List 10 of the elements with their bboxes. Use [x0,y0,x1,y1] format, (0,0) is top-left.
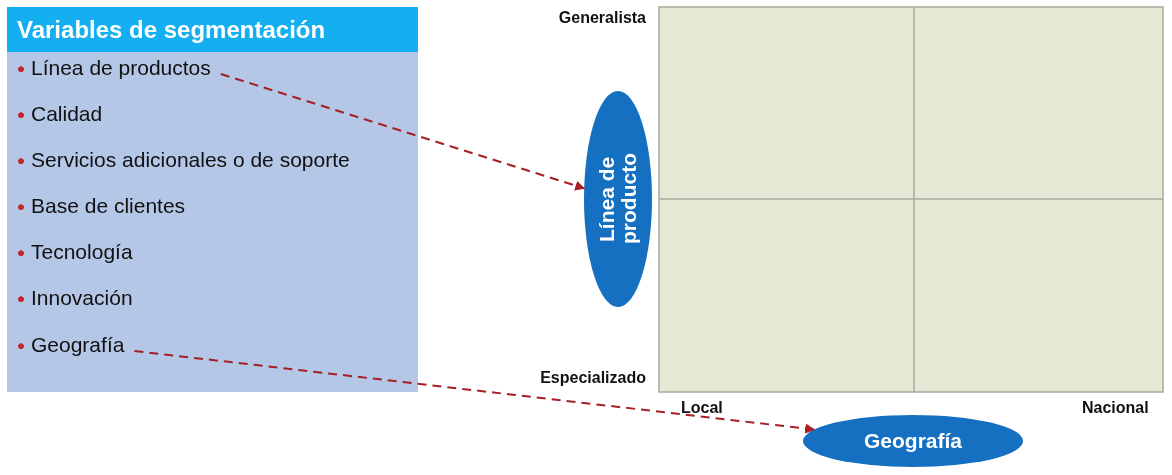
dashed-arrow [219,73,586,191]
axis-label: Local [681,399,723,417]
axis-ellipse: Línea de producto [584,91,652,307]
dashed-arrow [133,350,816,434]
axis-ellipse: Geografía [803,415,1023,467]
axis-label: Generalista [558,9,646,27]
axis-label: Nacional [1082,399,1149,417]
axis-label: Especializado [540,369,646,387]
panel-header: Variables de segmentación [7,7,418,52]
list-panel [7,7,418,392]
